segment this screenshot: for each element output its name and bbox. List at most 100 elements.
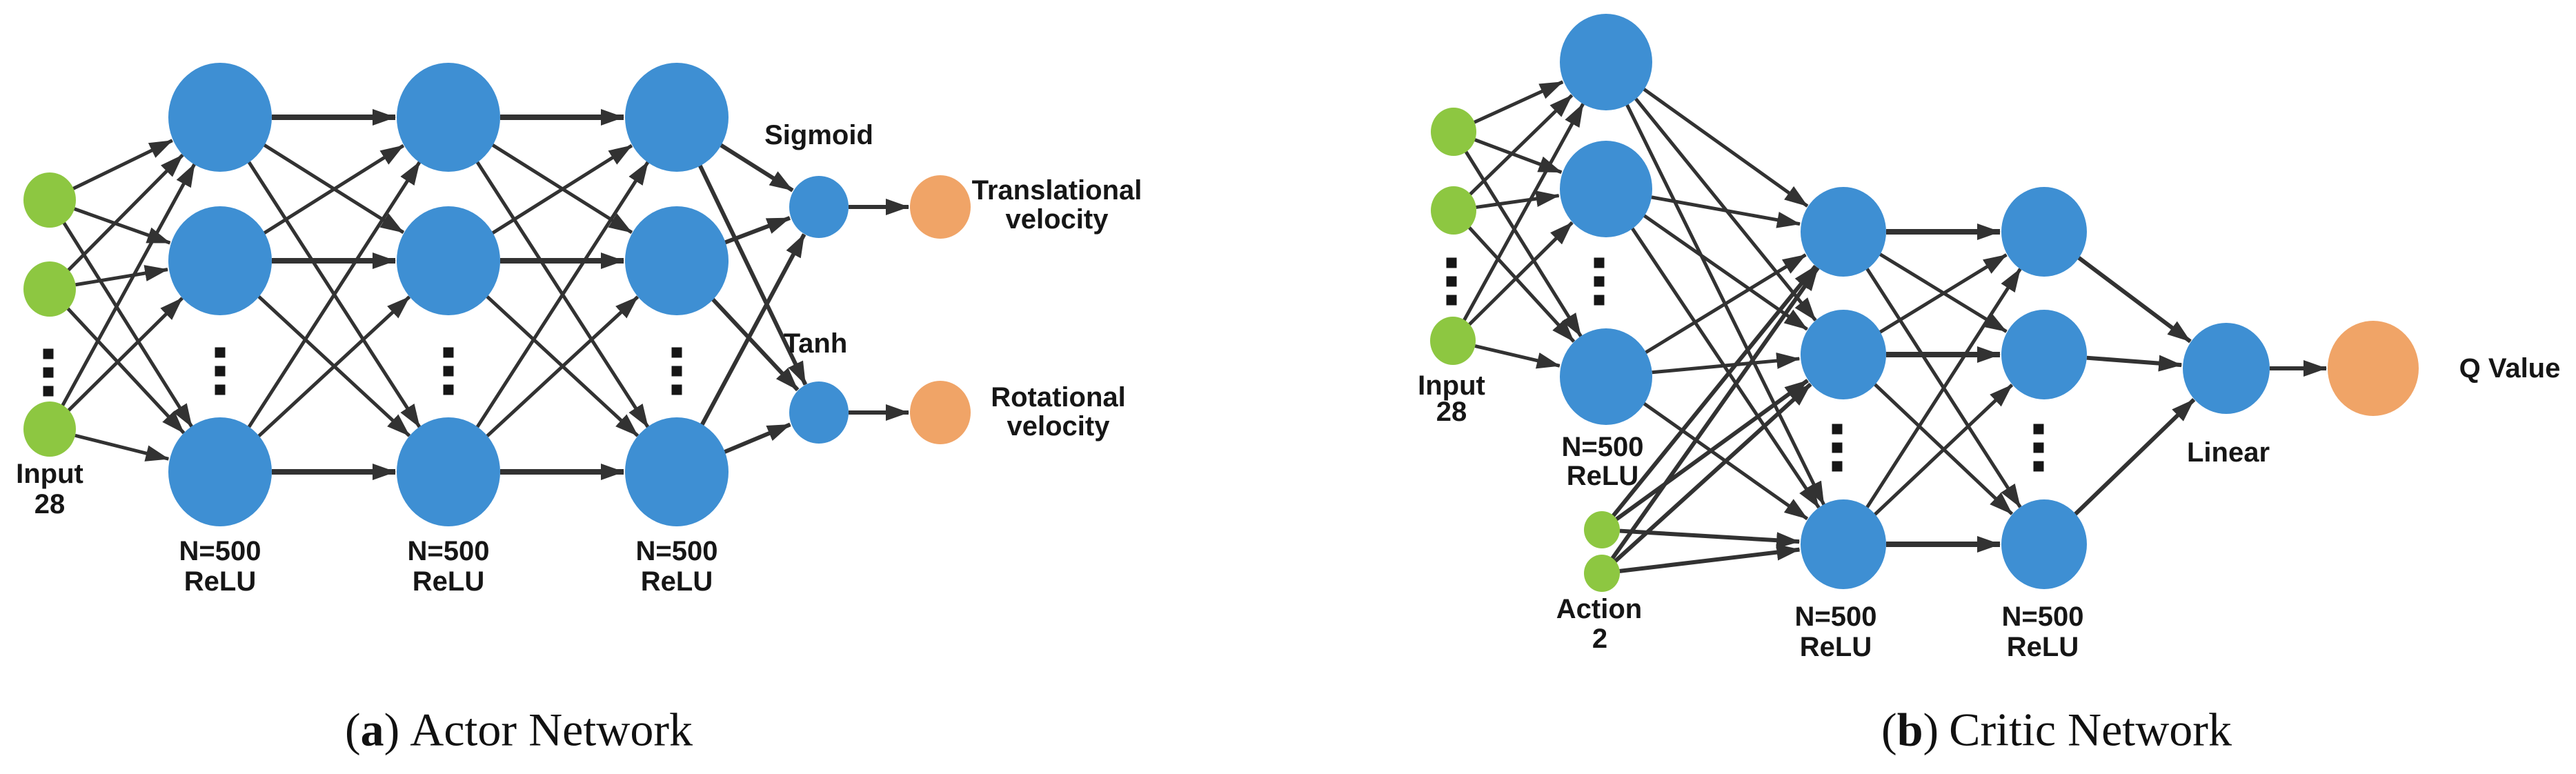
edge-arrow bbox=[1467, 226, 1576, 343]
dot bbox=[43, 348, 54, 359]
edge-arrow bbox=[72, 139, 173, 190]
edge-arrow bbox=[1879, 253, 2008, 334]
edge-arrow bbox=[1468, 94, 1574, 196]
dot bbox=[1446, 276, 1457, 287]
edge-arrow bbox=[1644, 253, 1807, 355]
edge-arrow bbox=[1614, 382, 1812, 563]
edge-arrow bbox=[62, 221, 194, 428]
edge-arrow bbox=[1865, 268, 2022, 510]
edge-arrow bbox=[2086, 355, 2183, 372]
node-actor_h3-1 bbox=[625, 63, 729, 172]
ellipsis-dots-5 bbox=[1446, 257, 1457, 306]
ellipsis-dots-6 bbox=[1594, 257, 1605, 306]
caption-critic-network: (b)Critic Network bbox=[1881, 703, 2232, 757]
ellipsis-dots-7 bbox=[1832, 424, 1843, 472]
node-critic_h3-3 bbox=[2001, 499, 2087, 589]
node-actor_h2-3 bbox=[397, 417, 500, 526]
dot bbox=[215, 347, 226, 358]
dot bbox=[671, 384, 682, 395]
node-critic_h2-3 bbox=[1801, 499, 1886, 589]
node-critic_h1-1 bbox=[1560, 14, 1652, 110]
edge-arrow bbox=[699, 233, 806, 428]
node-critic_h2-1 bbox=[1801, 187, 1886, 277]
edge-arrow bbox=[246, 161, 422, 430]
edge-arrow bbox=[475, 161, 650, 430]
edge-arrow bbox=[1643, 214, 1808, 331]
dot bbox=[2033, 461, 2044, 472]
node-actor_out-1 bbox=[910, 175, 971, 239]
dot bbox=[215, 384, 226, 395]
edge-arrow bbox=[697, 163, 808, 386]
dot bbox=[443, 384, 454, 395]
node-critic_inputs-2 bbox=[1431, 186, 1476, 235]
ellipsis-dots-1 bbox=[43, 348, 54, 397]
node-critic_inputs-3 bbox=[1430, 317, 1476, 365]
dot bbox=[671, 366, 682, 377]
dot bbox=[1594, 276, 1605, 287]
dot bbox=[2033, 424, 2044, 435]
node-actor_inputs-3 bbox=[23, 401, 76, 457]
node-actor_h1-2 bbox=[168, 206, 272, 315]
dot bbox=[1446, 257, 1457, 268]
edge-arrow bbox=[66, 307, 186, 435]
dot bbox=[43, 386, 54, 397]
node-actor_h3-3 bbox=[625, 417, 729, 526]
caption-b-paren-open: ( bbox=[1881, 703, 1897, 756]
edge-arrow bbox=[1615, 379, 1809, 522]
dot bbox=[1832, 461, 1843, 472]
dot bbox=[1594, 295, 1605, 306]
edge-arrow bbox=[1643, 87, 1809, 208]
edge-arrow bbox=[485, 295, 640, 438]
node-critic_h3-2 bbox=[2001, 310, 2087, 399]
caption-a-text: Actor Network bbox=[410, 703, 693, 756]
edges-layer bbox=[61, 80, 2327, 573]
node-actor_inputs-1 bbox=[23, 172, 76, 228]
node-critic_actions-1 bbox=[1584, 511, 1620, 548]
node-actor_h2-2 bbox=[397, 206, 500, 315]
node-actor_out-2 bbox=[910, 381, 971, 444]
dot bbox=[2033, 442, 2044, 453]
edge-arrow bbox=[1873, 384, 2014, 517]
node-actor_act-2 bbox=[789, 381, 849, 444]
node-actor_h1-3 bbox=[168, 417, 272, 526]
ellipsis-dots-3 bbox=[443, 347, 454, 395]
edge-arrow bbox=[75, 433, 170, 462]
edge-arrow bbox=[1467, 221, 1574, 326]
node-critic_actions-2 bbox=[1584, 555, 1620, 592]
edge-arrow bbox=[263, 143, 405, 235]
edge-arrow bbox=[1462, 103, 1585, 322]
edge-arrow bbox=[1630, 226, 1821, 509]
edge-arrow bbox=[1612, 264, 1818, 517]
node-critic_h1-2 bbox=[1560, 141, 1652, 237]
ellipsis-dots-layer bbox=[43, 257, 2044, 472]
node-actor_act-1 bbox=[789, 176, 849, 238]
caption-a-paren-close: ) bbox=[384, 703, 400, 756]
edge-arrow bbox=[61, 163, 197, 407]
edge-arrow bbox=[67, 297, 184, 413]
edge-arrow bbox=[724, 216, 791, 245]
dot bbox=[671, 347, 682, 358]
dot bbox=[443, 347, 454, 358]
caption-a-paren-open: ( bbox=[344, 703, 361, 756]
node-critic_h1-3 bbox=[1560, 328, 1652, 425]
dot bbox=[43, 367, 54, 378]
node-actor_h2-1 bbox=[397, 63, 500, 172]
caption-a-letter: a bbox=[360, 703, 384, 756]
edge-arrow bbox=[724, 422, 791, 454]
ellipsis-dots-4 bbox=[671, 347, 682, 395]
node-actor_inputs-2 bbox=[23, 261, 76, 317]
node-actor_h3-2 bbox=[625, 206, 729, 315]
caption-b-paren-close: ) bbox=[1923, 703, 1939, 756]
edge-arrow bbox=[1652, 353, 1801, 375]
node-critic_q-1 bbox=[2328, 321, 2419, 416]
edge-arrow bbox=[257, 295, 411, 438]
ellipsis-dots-8 bbox=[2033, 424, 2044, 472]
edge-arrow bbox=[1651, 195, 1801, 228]
caption-b-text: Critic Network bbox=[1949, 703, 2232, 756]
edge-arrow bbox=[1476, 190, 1560, 209]
edge-arrow bbox=[1610, 266, 1820, 560]
node-critic_linear-1 bbox=[2183, 323, 2270, 414]
nodes-layer bbox=[23, 14, 2419, 592]
node-critic_h2-2 bbox=[1801, 310, 1886, 399]
